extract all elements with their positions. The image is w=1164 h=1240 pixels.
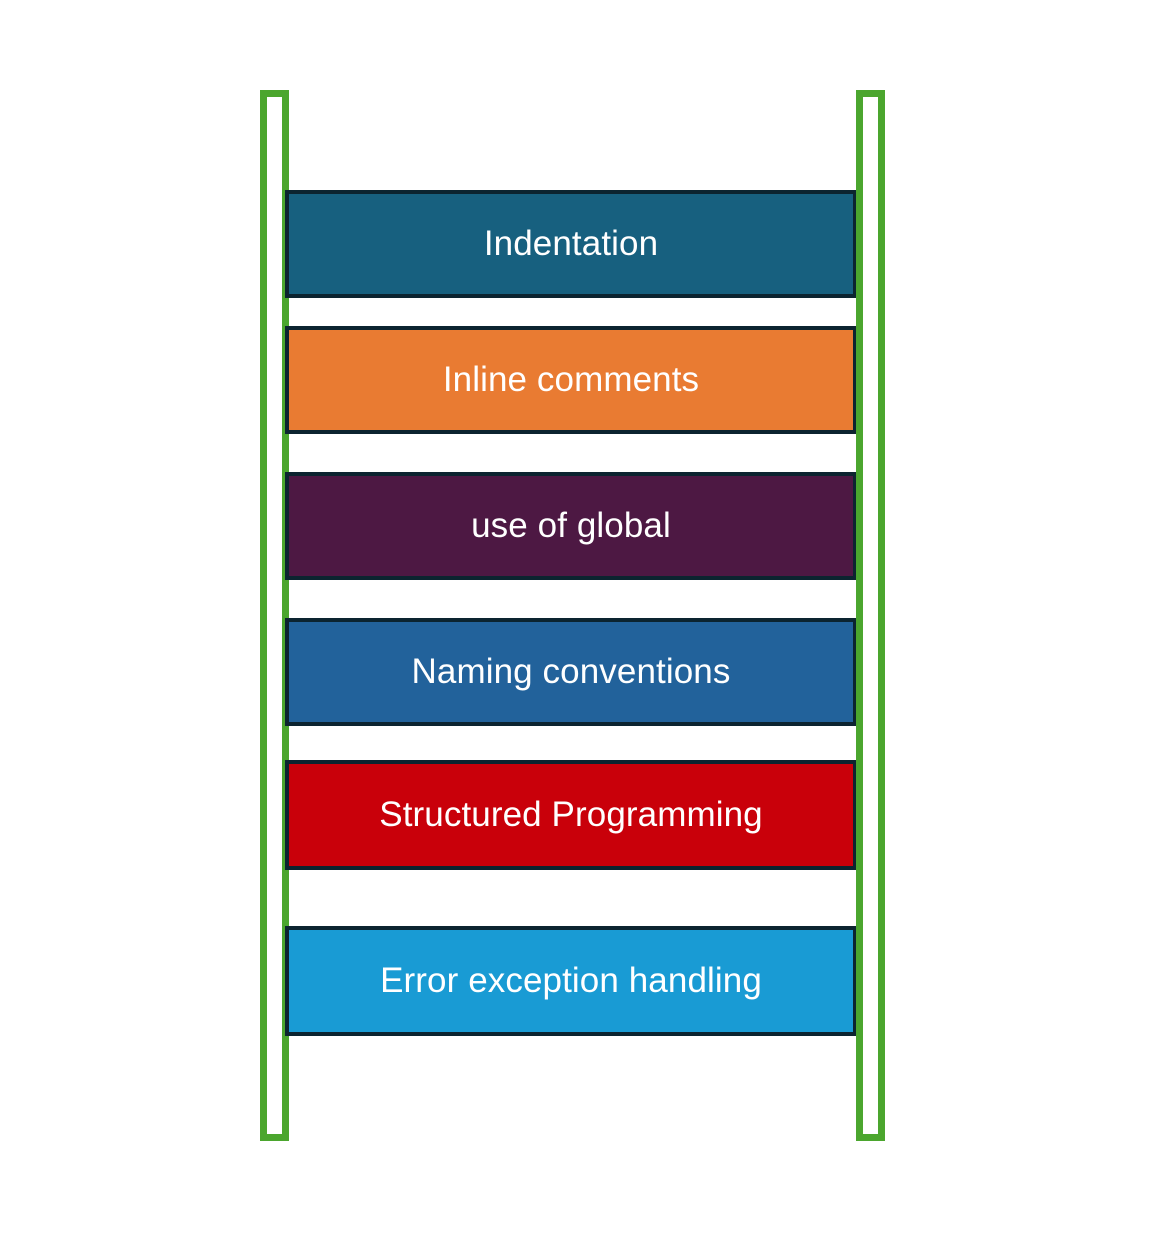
- ladder-right-rail: [856, 90, 885, 1141]
- rung-label: Structured Programming: [379, 794, 763, 834]
- rung-inline-comments[interactable]: Inline comments: [285, 326, 857, 434]
- rung-label: Naming conventions: [411, 651, 731, 691]
- rung-label: Indentation: [483, 223, 659, 263]
- rung-label: use of global: [471, 505, 671, 545]
- rung-label: Error exception handling: [380, 960, 762, 1000]
- rung-error-exception-handling[interactable]: Error exception handling: [285, 926, 857, 1036]
- rung-structured-programming[interactable]: Structured Programming: [285, 760, 857, 870]
- rung-naming-conventions[interactable]: Naming conventions: [285, 618, 857, 726]
- ladder-left-rail: [260, 90, 289, 1141]
- rung-use-of-global[interactable]: use of global: [285, 472, 857, 580]
- rung-indentation[interactable]: Indentation: [285, 190, 857, 298]
- rung-label: Inline comments: [442, 359, 700, 399]
